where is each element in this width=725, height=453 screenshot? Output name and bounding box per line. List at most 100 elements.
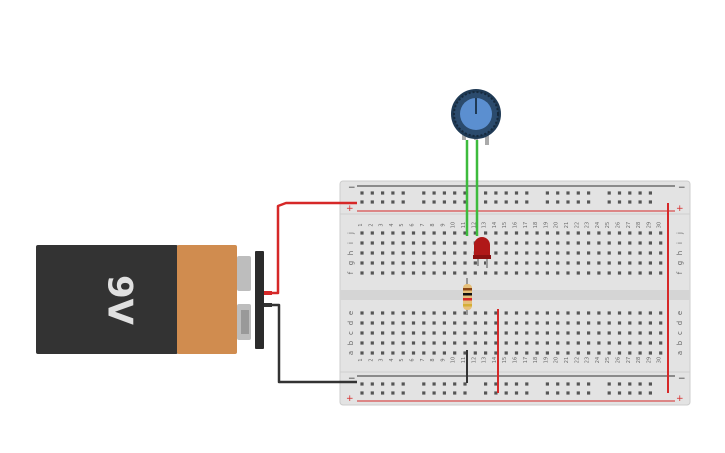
terminal-hole[interactable]: [587, 331, 591, 335]
terminal-hole[interactable]: [628, 351, 632, 355]
terminal-hole[interactable]: [525, 251, 529, 255]
terminal-hole[interactable]: [607, 251, 611, 255]
terminal-hole[interactable]: [535, 351, 539, 355]
terminal-hole[interactable]: [617, 331, 622, 335]
terminal-hole[interactable]: [411, 311, 416, 315]
terminal-hole[interactable]: [514, 251, 519, 255]
terminal-hole[interactable]: [463, 231, 467, 235]
rail-hole[interactable]: [576, 382, 580, 386]
terminal-hole[interactable]: [432, 271, 436, 275]
terminal-hole[interactable]: [566, 251, 570, 255]
rail-hole[interactable]: [648, 391, 652, 395]
terminal-hole[interactable]: [401, 341, 405, 345]
terminal-hole[interactable]: [422, 271, 426, 275]
terminal-hole[interactable]: [617, 311, 622, 315]
terminal-hole[interactable]: [422, 241, 426, 245]
terminal-hole[interactable]: [597, 351, 601, 355]
rail-hole[interactable]: [463, 200, 467, 204]
terminal-hole[interactable]: [484, 351, 488, 355]
rail-hole[interactable]: [576, 391, 580, 395]
terminal-hole[interactable]: [473, 331, 477, 335]
terminal-hole[interactable]: [587, 341, 591, 345]
terminal-hole[interactable]: [545, 311, 549, 315]
terminal-hole[interactable]: [442, 331, 446, 335]
terminal-hole[interactable]: [587, 271, 591, 275]
terminal-hole[interactable]: [566, 311, 570, 315]
terminal-hole[interactable]: [504, 321, 508, 325]
terminal-hole[interactable]: [659, 341, 663, 345]
rail-hole[interactable]: [545, 191, 549, 195]
terminal-hole[interactable]: [587, 231, 591, 235]
rail-hole[interactable]: [381, 191, 385, 195]
terminal-hole[interactable]: [381, 271, 385, 275]
battery-9v[interactable]: 9V: [36, 245, 272, 354]
terminal-hole[interactable]: [576, 251, 580, 255]
terminal-hole[interactable]: [473, 231, 477, 235]
terminal-hole[interactable]: [535, 321, 539, 325]
terminal-hole[interactable]: [638, 341, 642, 345]
rail-hole[interactable]: [607, 382, 611, 386]
terminal-hole[interactable]: [587, 251, 591, 255]
terminal-hole[interactable]: [391, 341, 395, 345]
terminal-hole[interactable]: [504, 271, 508, 275]
terminal-hole[interactable]: [514, 331, 519, 335]
terminal-hole[interactable]: [648, 311, 652, 315]
rail-hole[interactable]: [360, 191, 364, 195]
terminal-hole[interactable]: [422, 351, 426, 355]
rail-hole[interactable]: [556, 191, 560, 195]
terminal-hole[interactable]: [391, 251, 395, 255]
terminal-hole[interactable]: [576, 341, 580, 345]
terminal-hole[interactable]: [401, 231, 405, 235]
rail-hole[interactable]: [628, 191, 632, 195]
terminal-hole[interactable]: [463, 341, 467, 345]
terminal-hole[interactable]: [566, 321, 570, 325]
terminal-hole[interactable]: [432, 311, 436, 315]
terminal-hole[interactable]: [628, 341, 632, 345]
rail-hole[interactable]: [401, 200, 405, 204]
terminal-hole[interactable]: [545, 351, 549, 355]
rail-hole[interactable]: [391, 200, 395, 204]
terminal-hole[interactable]: [370, 261, 374, 265]
terminal-hole[interactable]: [617, 241, 622, 245]
terminal-hole[interactable]: [525, 261, 529, 265]
positive-wire[interactable]: [270, 201, 357, 295]
terminal-hole[interactable]: [453, 271, 457, 275]
rail-hole[interactable]: [514, 391, 519, 395]
terminal-hole[interactable]: [411, 231, 416, 235]
terminal-hole[interactable]: [432, 231, 436, 235]
rail-hole[interactable]: [525, 200, 529, 204]
terminal-hole[interactable]: [504, 341, 508, 345]
terminal-hole[interactable]: [504, 241, 508, 245]
terminal-hole[interactable]: [463, 241, 467, 245]
terminal-hole[interactable]: [422, 341, 426, 345]
terminal-hole[interactable]: [659, 241, 663, 245]
terminal-hole[interactable]: [391, 261, 395, 265]
terminal-hole[interactable]: [514, 261, 519, 265]
terminal-hole[interactable]: [566, 351, 570, 355]
terminal-hole[interactable]: [597, 311, 601, 315]
terminal-hole[interactable]: [453, 241, 457, 245]
terminal-hole[interactable]: [607, 311, 611, 315]
terminal-hole[interactable]: [587, 321, 591, 325]
terminal-hole[interactable]: [401, 321, 405, 325]
resistor[interactable]: [463, 278, 472, 315]
terminal-hole[interactable]: [576, 351, 580, 355]
terminal-hole[interactable]: [648, 251, 652, 255]
terminal-hole[interactable]: [617, 251, 622, 255]
terminal-hole[interactable]: [484, 331, 488, 335]
terminal-hole[interactable]: [370, 341, 374, 345]
terminal-hole[interactable]: [659, 271, 663, 275]
terminal-hole[interactable]: [648, 231, 652, 235]
terminal-hole[interactable]: [607, 241, 611, 245]
rail-hole[interactable]: [504, 391, 508, 395]
potentiometer[interactable]: [451, 89, 501, 236]
terminal-hole[interactable]: [360, 311, 364, 315]
terminal-hole[interactable]: [514, 351, 519, 355]
terminal-hole[interactable]: [391, 271, 395, 275]
terminal-hole[interactable]: [504, 331, 508, 335]
terminal-hole[interactable]: [545, 331, 549, 335]
terminal-hole[interactable]: [504, 351, 508, 355]
rail-hole[interactable]: [453, 391, 457, 395]
terminal-hole[interactable]: [607, 231, 611, 235]
terminal-hole[interactable]: [525, 331, 529, 335]
